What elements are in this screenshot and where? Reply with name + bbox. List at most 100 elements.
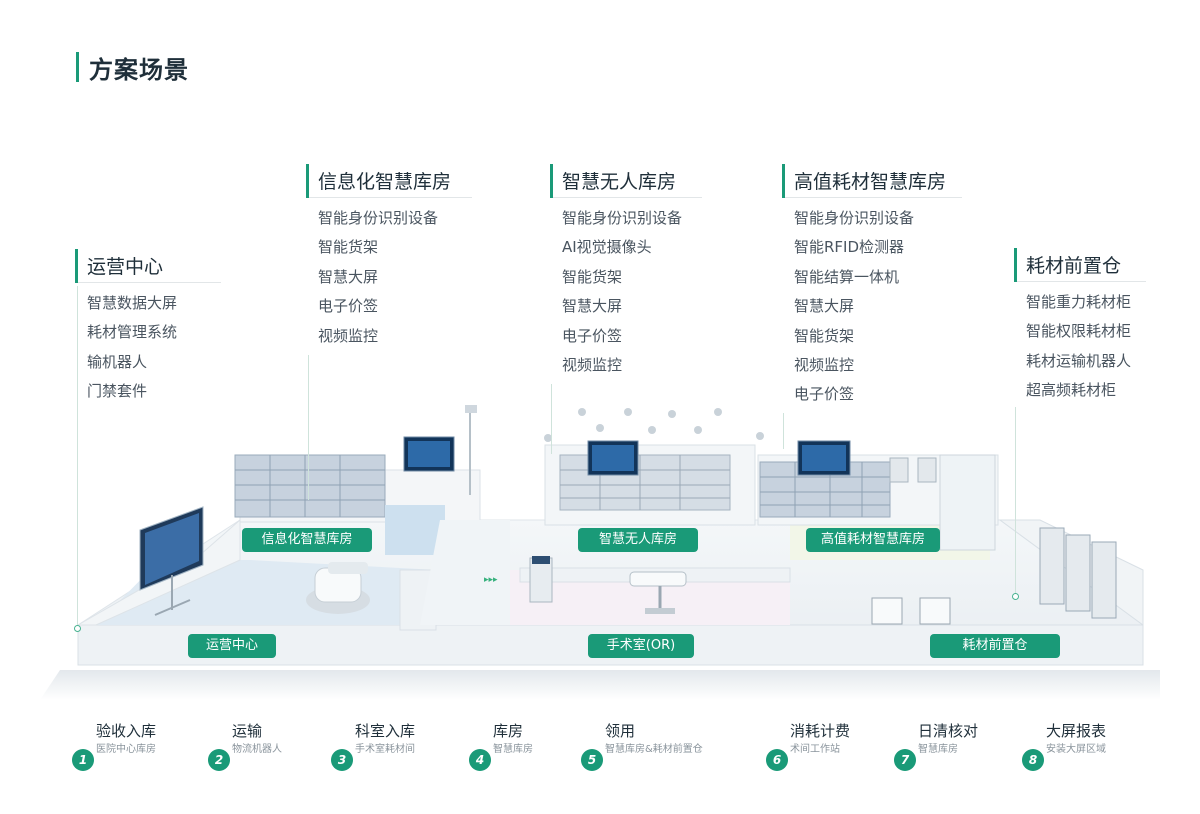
- step-subtitle: 医院中心库房: [96, 744, 156, 755]
- step-number: 5: [581, 749, 603, 771]
- list-item: AI视觉摄像头: [562, 238, 652, 257]
- pre-robot-1: [871, 597, 903, 625]
- list-item: 门禁套件: [87, 382, 148, 401]
- zone-badge-or: 手术室(OR): [588, 634, 694, 658]
- block-highvalue-warehouse-title: 高值耗材智慧库房: [794, 171, 947, 193]
- list-item: 智能RFID检测器: [794, 238, 905, 257]
- step-title: 大屏报表: [1046, 722, 1107, 740]
- floor-plan-illustration: ▸▸▸: [40, 405, 1160, 700]
- step-number: 7: [894, 749, 916, 771]
- accent-bar: [550, 163, 553, 198]
- step-subtitle: 智慧库房: [493, 744, 533, 755]
- step-title: 消耗计费: [790, 722, 851, 740]
- list-item: 智慧数据大屏: [87, 294, 178, 312]
- list-item: 耗材管理系统: [87, 323, 178, 342]
- accent-bar: [782, 163, 785, 198]
- step-title: 库房: [493, 722, 524, 740]
- list-item: 智能身份识别设备: [318, 209, 439, 227]
- list-item: 智能权限耗材柜: [1026, 322, 1132, 341]
- step-number: 3: [331, 749, 353, 771]
- accent-bar: [1014, 247, 1017, 282]
- list-item: 超高频耗材柜: [1026, 381, 1117, 400]
- ops-big-screen: [139, 506, 204, 616]
- zone-badge-unmanned: 智慧无人库房: [578, 528, 698, 552]
- zone-badge-ops: 运营中心: [188, 634, 276, 658]
- block-highvalue-warehouse: 高值耗材智慧库房 智能身份识别设备 智能RFID检测器 智能结算一体机 智慧大屏…: [782, 163, 962, 410]
- list-item: 视频监控: [562, 355, 623, 374]
- step-subtitle: 术间工作站: [790, 744, 840, 755]
- ops-robot: [306, 562, 370, 614]
- list-item: 智能身份识别设备: [562, 209, 683, 227]
- step-number: 1: [72, 749, 94, 771]
- list-item: 智慧大屏: [794, 297, 855, 316]
- step-number: 2: [208, 749, 230, 771]
- list-item: 视频监控: [794, 355, 855, 374]
- pre-cabinets: [1039, 527, 1117, 619]
- list-item: 智能货架: [318, 238, 379, 257]
- title-accent-bar: [76, 52, 79, 82]
- block-unmanned-warehouse-list: 智能身份识别设备 AI视觉摄像头 智能货架 智慧大屏 电子价签 视频监控: [550, 204, 702, 380]
- block-ops-center: 运营中心 智慧数据大屏 耗材管理系统 输机器人 门禁套件: [75, 248, 221, 407]
- highvalue-glass: [939, 454, 996, 551]
- connector-ops-dot: [74, 625, 81, 632]
- zone-badge-info: 信息化智慧库房: [242, 528, 372, 552]
- block-info-warehouse-title: 信息化智慧库房: [318, 171, 452, 193]
- step-title: 验收入库: [96, 722, 157, 740]
- or-room-floor: [510, 570, 790, 625]
- list-item: 智能结算一体机: [794, 267, 900, 286]
- step-number: 4: [469, 749, 491, 771]
- zone-badge-pre: 耗材前置仓: [930, 634, 1060, 658]
- list-item: 智能货架: [562, 267, 623, 286]
- connector-pre-dot: [1012, 593, 1019, 600]
- step-title: 科室入库: [355, 722, 416, 740]
- process-steps: 1 验收入库 医院中心库房 2 运输 物流机器人 3 科室入库 手术室耗材间 4…: [0, 716, 1200, 806]
- step-title: 日清核对: [918, 722, 979, 740]
- list-item: 智慧大屏: [318, 267, 379, 286]
- list-item: 电子价签: [318, 297, 379, 316]
- unmanned-cameras: [544, 408, 764, 442]
- block-ops-center-title: 运营中心: [87, 256, 164, 278]
- step-subtitle: 智慧库房&耗材前置仓: [605, 744, 703, 755]
- list-item: 智能身份识别设备: [794, 209, 915, 227]
- connector-unmanned: [551, 384, 552, 454]
- block-pre-warehouse-title: 耗材前置仓: [1026, 255, 1122, 277]
- connector-info: [308, 355, 309, 500]
- step-number: 6: [766, 749, 788, 771]
- step-subtitle: 手术室耗材间: [355, 744, 415, 755]
- corridor: [420, 520, 510, 625]
- block-unmanned-warehouse: 智慧无人库房 智能身份识别设备 AI视觉摄像头 智能货架 智慧大屏 电子价签 视…: [550, 163, 702, 380]
- list-item: 视频监控: [318, 326, 379, 345]
- or-equipment: [529, 556, 687, 614]
- block-pre-warehouse-head: 耗材前置仓: [1014, 247, 1146, 282]
- list-item: 电子价签: [562, 326, 623, 345]
- connector-highvalue: [783, 413, 784, 449]
- svg-text:▸▸▸: ▸▸▸: [484, 575, 498, 585]
- connector-ops: [77, 286, 78, 626]
- accent-bar: [75, 248, 78, 283]
- accent-bar: [306, 163, 309, 198]
- unmanned-shelves: [559, 454, 731, 511]
- page-title-text: 方案场景: [89, 55, 189, 84]
- step-number: 8: [1022, 749, 1044, 771]
- block-info-warehouse-list: 智能身份识别设备 智能货架 智慧大屏 电子价签 视频监控: [306, 204, 472, 351]
- block-unmanned-warehouse-head: 智慧无人库房: [550, 163, 702, 198]
- list-item: 智能重力耗材柜: [1026, 293, 1132, 311]
- step-subtitle: 安装大屏区域: [1046, 744, 1106, 755]
- step-subtitle: 物流机器人: [232, 744, 282, 755]
- block-pre-warehouse: 耗材前置仓 智能重力耗材柜 智能权限耗材柜 耗材运输机器人 超高频耗材柜: [1014, 247, 1146, 406]
- zone-badge-highvalue: 高值耗材智慧库房: [806, 528, 940, 552]
- page-title: 方案场景: [76, 50, 189, 84]
- block-info-warehouse: 信息化智慧库房 智能身份识别设备 智能货架 智慧大屏 电子价签 视频监控: [306, 163, 472, 351]
- list-item: 智慧大屏: [562, 297, 623, 316]
- list-item: 耗材运输机器人: [1026, 351, 1132, 370]
- list-item: 智能货架: [794, 326, 855, 345]
- connector-pre: [1015, 407, 1016, 595]
- pre-robot-2: [919, 597, 951, 625]
- block-highvalue-warehouse-list: 智能身份识别设备 智能RFID检测器 智能结算一体机 智慧大屏 智能货架 视频监…: [782, 204, 962, 410]
- block-pre-warehouse-list: 智能重力耗材柜 智能权限耗材柜 耗材运输机器人 超高频耗材柜: [1014, 288, 1146, 406]
- step-subtitle: 智慧库房: [918, 744, 958, 755]
- block-highvalue-warehouse-head: 高值耗材智慧库房: [782, 163, 962, 198]
- block-ops-center-head: 运营中心: [75, 248, 221, 283]
- info-shelves: [234, 454, 386, 518]
- block-ops-center-list: 智慧数据大屏 耗材管理系统 输机器人 门禁套件: [75, 289, 221, 407]
